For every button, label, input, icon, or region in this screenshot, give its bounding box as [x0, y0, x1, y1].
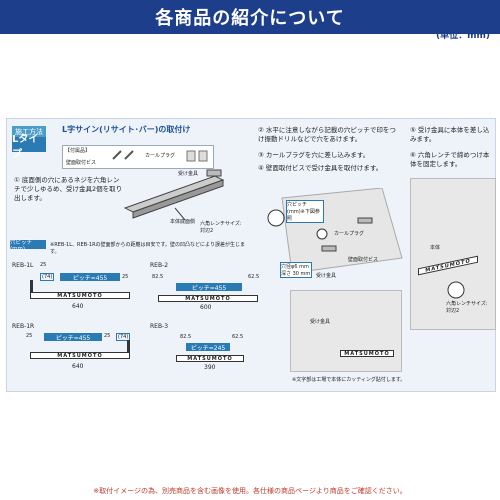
pitch-reb1r: ピッチ=455 — [44, 333, 102, 342]
accessories-box: 【付属品】 壁面取付ビス カールプラグ — [62, 145, 214, 169]
dim-left-reb1r: 25 — [26, 333, 33, 339]
label-receiver: 受け金具 — [178, 171, 199, 177]
bar-reb3: MATSUMOTO — [176, 355, 244, 362]
dim-left-reb2: 82.5 — [152, 274, 164, 280]
width-reb1r: 640 — [72, 363, 84, 370]
dim-left-reb3: 82.5 — [180, 334, 192, 340]
dim-right-reb3: 62.5 — [232, 334, 244, 340]
label-receiver2: 受け金具 — [316, 273, 337, 279]
wall-leg-reb1l — [30, 280, 33, 294]
label-hex-wrench-r: 六角レンチサイズ:対辺2 — [446, 301, 488, 314]
pitch-reb3: ピッチ=245 — [186, 343, 230, 352]
sign-bar-lower: MATSUMOTO — [340, 350, 394, 357]
label-pitch-note: 穴ピッチ(mm)※下図参照 — [286, 200, 324, 223]
footer-note: ※取付イメージの為、別売商品を含む画像を使用。各仕様の商品ページより商品をご確認… — [93, 487, 407, 495]
model-name-reb1r: REB-1R — [12, 323, 35, 330]
unit-label: (単位：mm) — [436, 31, 490, 41]
accessories-title: 【付属品】 — [65, 148, 91, 154]
screw-label: 壁面取付ビス — [66, 160, 97, 166]
pitch-reb1l: ピッチ=455 — [60, 273, 120, 282]
model-name-reb1l: REB-1L — [12, 262, 34, 269]
bar-reb1r: MATSUMOTO — [30, 352, 130, 359]
width-reb2: 600 — [200, 304, 212, 311]
label-body: 本体 — [430, 245, 441, 251]
hex-wrench-icon — [447, 281, 465, 299]
bar-reb2: MATSUMOTO — [158, 295, 258, 302]
page-banner: 各商品の紹介について — [0, 0, 500, 34]
label-hole-note: 穴径φ6 mm 深さ 30 mm — [280, 262, 312, 278]
footnote: ※文字部は工場で本体にカッティング貼付します。 — [292, 377, 406, 383]
dim-right-reb1l: 25 — [122, 274, 129, 280]
label-wall-screw: 壁面取付ビス — [348, 257, 379, 263]
bar-reb1l: MATSUMOTO — [30, 292, 130, 299]
wall-leg-reb1r — [127, 340, 130, 354]
plug-label: カールプラグ — [145, 153, 176, 159]
wall-right — [410, 178, 496, 330]
label-hex-wrench: 六角レンチサイズ:対辺2 — [200, 221, 242, 234]
width-reb3: 390 — [204, 364, 216, 371]
type-tag: Lタイプ — [12, 134, 46, 160]
step-6: ⑥ 六角レンチで締めつけ本体を固定します。 — [410, 151, 490, 168]
method-heading: L字サイン(リサイト･バー)の取付け — [62, 125, 191, 134]
dim-edge-reb1r: (74) — [116, 333, 131, 341]
pitch-reb2: ピッチ=455 — [176, 283, 242, 292]
model-name-reb2: REB-2 — [150, 262, 169, 269]
plug-icon — [186, 150, 208, 162]
method-tag: 施工方法 — [12, 126, 46, 137]
label-receiver3: 受け金具 — [310, 319, 331, 325]
step-4: ④ 壁面取付ビスで受け金具を取付けます。 — [258, 164, 383, 172]
dim-edge-reb1l: (74) — [40, 273, 55, 281]
label-curl-plug: カールプラグ — [334, 231, 365, 237]
dim-right-reb2: 62.5 — [248, 274, 260, 280]
pitch-tag: 穴ピッチ(mm) — [10, 240, 46, 252]
step-1: ① 底面側の穴にあるネジを六角レンチで少しゆるめ、受け金具2個を取り出します。 — [14, 176, 123, 202]
step-3: ③ カールプラグを穴に差し込みます。 — [258, 151, 370, 159]
banner-title: 各商品の紹介について — [155, 8, 345, 29]
dim-right-reb1r: 25 — [104, 333, 111, 339]
pitch-note: ※REB-1L、REB-1Rの壁面部からの距離は目安です。壁の凹凸などにより誤差… — [50, 242, 245, 255]
label-body-bottom: 本体底面側 — [170, 219, 196, 225]
screw-icon — [112, 150, 134, 160]
dim-left-reb1l: 25 — [40, 262, 47, 268]
product-drawing-left — [123, 169, 225, 221]
wall-lower — [290, 290, 402, 372]
model-name-reb3: REB-3 — [150, 323, 169, 330]
step-2: ② 水平に注意しながら記載の穴ピッチで印をつけ振動ドリルなどで穴をあけます。 — [258, 126, 396, 143]
width-reb1l: 640 — [72, 303, 84, 310]
step-5: ⑤ 受け金具に本体を差し込みます。 — [410, 126, 490, 143]
